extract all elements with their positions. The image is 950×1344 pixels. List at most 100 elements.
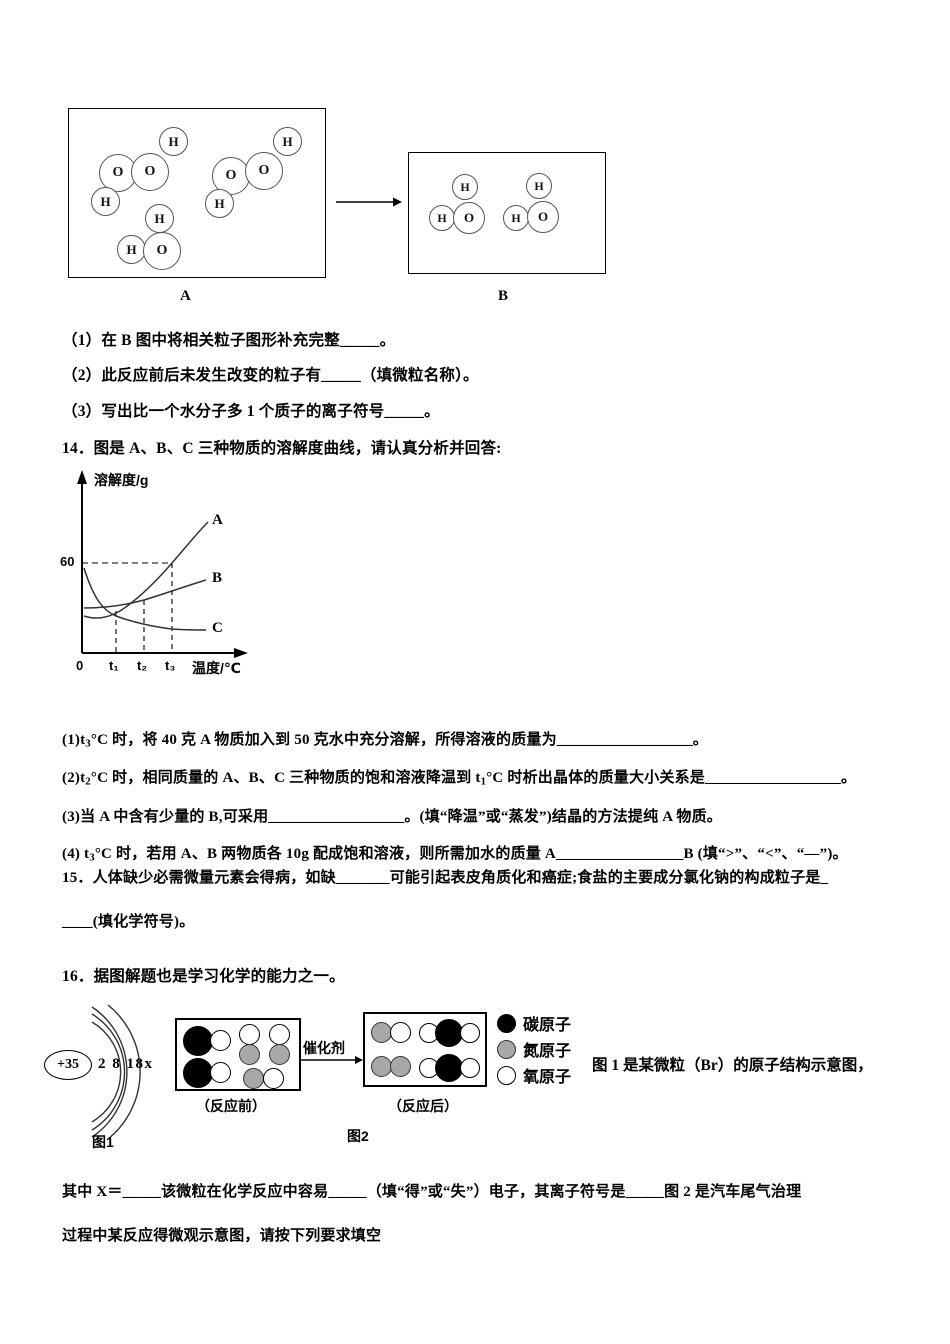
legend-label-nitrogen: 氮原子	[523, 1043, 572, 1060]
q14-item-2-prefix: (2)t	[62, 770, 86, 787]
catalyst-label: 催化剂	[303, 1040, 345, 1056]
atom-h: H	[526, 173, 552, 199]
q14-questions: (1)t3°C 时，将 40 克 A 物质加入到 50 克水中充分溶解，所得溶液…	[62, 730, 932, 867]
chart-xlabel: 温度/℃	[192, 660, 241, 676]
q14-item-2-sub2: 1	[480, 776, 487, 789]
atom-h: H	[145, 204, 174, 233]
carbon-atom-icon	[435, 1054, 463, 1082]
legend-row: 氧原子	[497, 1062, 627, 1088]
fig1-label: 图1	[92, 1134, 114, 1150]
q13-item-2: （2）此反应前后未发生改变的粒子有_____（填微粒名称）。	[62, 367, 479, 385]
carbon-atom-icon	[183, 1058, 213, 1088]
q16-tail-line-1: 其中 X＝_____该微粒在化学反应中容易_____（填“得”或“失”）电子，其…	[62, 1184, 802, 1200]
oxygen-atom-icon	[263, 1068, 284, 1089]
q14-stem: 14．图是 A、B、C 三种物质的溶解度曲线，请认真分析并回答:	[62, 440, 502, 457]
q14-item-3: (3)当 A 中含有少量的 B,可采用________________。(填“降…	[62, 807, 932, 829]
q14-item-1-prefix: (1)t	[62, 732, 86, 748]
oxygen-atom-icon	[210, 1030, 231, 1051]
fig2-label: 图2	[347, 1128, 369, 1144]
atom-structure-schematic: +35 2 8 18x 图1	[40, 1004, 230, 1150]
oxygen-atom-icon	[390, 1022, 411, 1043]
atom-o: O	[453, 202, 485, 234]
q16-tail-line-2: 过程中某反应得微观示意图，请按下列要求填空	[62, 1227, 382, 1244]
q14-item-4-prefix: (4) t	[62, 846, 90, 863]
after-caption: （反应后）	[388, 1098, 458, 1114]
nitrogen-atom-icon	[269, 1044, 290, 1065]
nitrogen-atom-icon	[239, 1044, 260, 1065]
atom-legend: 碳原子 氮原子 氧原子	[497, 1010, 627, 1088]
atom-h: H	[429, 205, 455, 231]
q14-item-3-blank[interactable]: ________________	[268, 808, 405, 825]
q14-item-1: (1)t3°C 时，将 40 克 A 物质加入到 50 克水中充分溶解，所得溶液…	[62, 730, 932, 752]
catalyst-arrow-icon	[301, 1056, 363, 1064]
chart-series-label-c: C	[212, 620, 223, 636]
q14-item-2-rest2: °C 时析出晶体的质量大小关系是	[486, 770, 706, 787]
q15-line-1: 15．人体缺少必需微量元素会得病，如缺_______可能引起表皮角质化和癌症;食…	[62, 870, 829, 886]
atom-h: H	[91, 187, 120, 216]
q14-item-4-tail: B (填“>”、“<”、“—”)。	[683, 846, 848, 863]
nitrogen-atom-icon	[371, 1056, 392, 1077]
q13-questions: （1）在 B 图中将相关粒子图形补充完整_____。 （2）此反应前后未发生改变…	[62, 330, 922, 423]
chart-series-label-b: B	[212, 570, 223, 586]
chart-series-label-a: A	[212, 512, 223, 528]
legend-label-carbon: 碳原子	[523, 1017, 572, 1034]
diagram-box-b-label: B	[498, 288, 509, 304]
q14-item-3-prefix: (3)当 A 中含有少量的 B,可采用	[62, 808, 269, 825]
atom-o: O	[527, 201, 559, 233]
legend-label-oxygen: 氧原子	[523, 1069, 572, 1086]
q14-item-4-blank[interactable]: _______________	[555, 846, 684, 863]
q14-item-4: (4) t3°C 时，若用 A、B 两物质各 10g 配成饱和溶液，则所需加水的…	[62, 844, 932, 866]
q14-item-4-rest: °C 时，若用 A、B 两物质各 10g 配成饱和溶液，则所需加水的质量 A	[94, 846, 556, 863]
molecule-box-before	[175, 1018, 301, 1091]
legend-row: 碳原子	[497, 1010, 627, 1036]
nitrogen-atom-icon	[390, 1056, 411, 1077]
q14-item-2-sub: 2	[85, 776, 91, 789]
oxygen-atom-icon	[239, 1024, 260, 1045]
before-caption: （反应前）	[196, 1098, 266, 1114]
chart-ylabel: 溶解度/g	[94, 472, 149, 488]
carbon-atom-icon	[435, 1019, 463, 1047]
chart-xtick-0: 0	[76, 658, 84, 673]
q14-item-2-rest: °C 时，相同质量的 A、B、C 三种物质的饱和溶液降温到 t	[90, 770, 481, 787]
carbon-atom-icon	[183, 1026, 213, 1056]
q14-item-1-blank[interactable]: ________________	[556, 732, 693, 748]
atom-o: O	[99, 154, 137, 192]
q14-item-2-tail: 。	[841, 770, 857, 787]
atom-h: H	[452, 174, 478, 200]
atom-o: O	[131, 153, 169, 191]
oxygen-atom-icon	[497, 1065, 516, 1085]
fig1-note: 图 1 是某微粒（Br）的原子结构示意图，	[592, 1057, 873, 1074]
chart-ytick-60: 60	[60, 554, 75, 569]
q14-solubility-chart: 溶解度/g 温度/℃ 60 0 t₁ t₂ t₃ A B C	[0, 468, 950, 683]
oxygen-atom-icon	[269, 1024, 290, 1045]
electron-shells-icon	[91, 1004, 141, 1140]
atom-h: H	[117, 235, 146, 264]
chart-xtick-t2: t₂	[137, 658, 148, 673]
q14-item-1-tail: 。	[692, 732, 708, 748]
q14-item-1-rest: °C 时，将 40 克 A 物质加入到 50 克水中充分溶解，所得溶液的质量为	[90, 732, 557, 748]
q14-item-1-sub: 3	[85, 737, 91, 750]
nucleus-charge: +35	[44, 1050, 92, 1080]
atom-h: H	[503, 205, 529, 231]
oxygen-atom-icon	[460, 1058, 480, 1078]
q14-item-2-blank[interactable]: ________________	[705, 770, 842, 787]
q15-question: 15．人体缺少必需微量元素会得病，如缺_______可能引起表皮角质化和癌症;食…	[62, 868, 934, 934]
chart-svg	[77, 470, 248, 658]
chart-plot-area: 溶解度/g 温度/℃ 60 0 t₁ t₂ t₃ A B C	[60, 468, 360, 683]
q15-line-2: ____(填化学符号)。	[62, 913, 195, 930]
q14-item-3-tail: 。(填“降温”或“蒸发”)结晶的方法提纯 A 物质。	[404, 808, 723, 825]
q14-item-4-sub: 3	[89, 852, 95, 865]
q14-item-2: (2)t2°C 时，相同质量的 A、B、C 三种物质的饱和溶液降温到 t1°C …	[62, 768, 932, 790]
q16-tail-text: 其中 X＝_____该微粒在化学反应中容易_____（填“得”或“失”）电子，其…	[62, 1182, 942, 1248]
carbon-atom-icon	[497, 1013, 516, 1033]
q16-stem: 16．据图解题也是学习化学的能力之一。	[62, 968, 345, 985]
atom-h: H	[205, 189, 234, 218]
atom-h: H	[273, 127, 302, 156]
oxygen-atom-icon	[210, 1062, 231, 1083]
legend-row: 氮原子	[497, 1036, 627, 1062]
atom-h: H	[159, 127, 188, 156]
nitrogen-atom-icon	[243, 1068, 264, 1089]
